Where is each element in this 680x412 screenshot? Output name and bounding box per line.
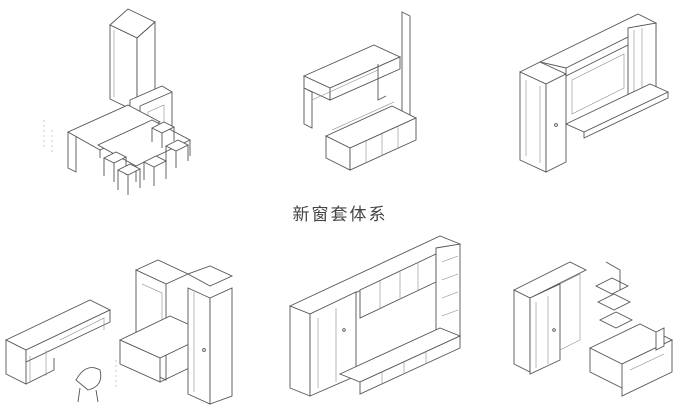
figure-wall-mounted-tv-cabinet [302, 11, 418, 171]
figure-study-desk-bookcase-with-stools [43, 8, 192, 195]
figure-wardrobe-with-bed-and-desk [4, 259, 234, 405]
figure-tv-wall-storage-system [288, 235, 462, 397]
figure-window-frame-cabinet-with-desk [518, 13, 670, 173]
diagram-caption: 新窗套体系 [292, 205, 388, 225]
figure-corner-window-shelves-with-desk [512, 261, 674, 397]
